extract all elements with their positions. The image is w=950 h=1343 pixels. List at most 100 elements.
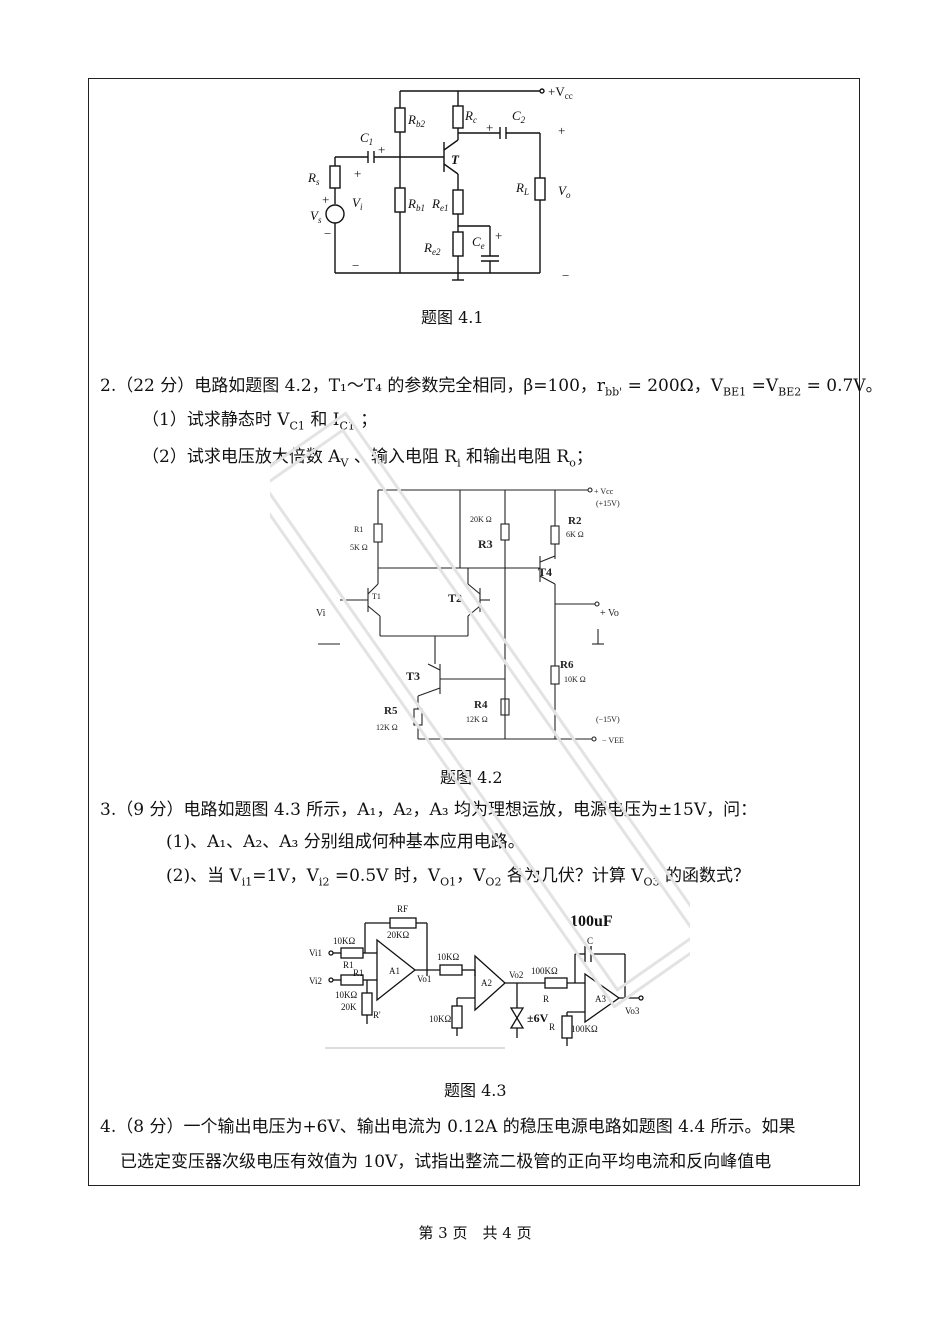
f43-r10b: 10KΩ [335, 990, 357, 1000]
f42-vee: − VEE [602, 736, 624, 745]
f43-rf: RF [397, 904, 408, 914]
q2-sub-b: BE1 [723, 385, 747, 399]
figure-4-2-caption: 题图 4.2 [440, 768, 503, 787]
svg-text:C1: C1 [360, 130, 373, 147]
q2-statement: 2.（22 分）电路如题图 4.2，T₁～T₄ 的参数完全相同，β=100，rb… [100, 376, 883, 402]
f41-c2-sub: 2 [521, 115, 526, 125]
f42-r3: R3 [478, 537, 493, 551]
f41-plus-vi: + [354, 166, 361, 181]
q4-statement-line-2: 已选定变压器次级电压有效值为 10V，试指出整流二极管的正向平均电流和反向峰值电 [120, 1152, 772, 1172]
f42-vo: + Vo [600, 608, 619, 619]
q2-text-b: = 200Ω，V [622, 376, 724, 396]
q3p2-s2: i2 [318, 875, 330, 889]
f41-c1: C [360, 130, 369, 145]
figure-4-1-caption: 题图 4.1 [421, 308, 484, 327]
svg-text:Vi: Vi [352, 195, 363, 212]
q3p2-a: (2)、当 V [166, 866, 242, 886]
figure-4-3-schematic: RF 20KΩ 10KΩ Vi1 R1 R1 Vi2 10KΩ 20K R' A… [309, 904, 644, 1049]
f43-z6: ±6V [527, 1011, 549, 1025]
q2p1-s1: C1 [289, 419, 305, 433]
f43-vi1: Vi1 [309, 948, 322, 958]
f41-plus-c2: + [486, 120, 493, 135]
page-footer: 第 3 页 共 4 页 [418, 1224, 532, 1242]
q2-text-c: =V [746, 376, 779, 396]
f41-vs-sub: s [318, 215, 322, 225]
f42-r4: R4 [474, 699, 488, 711]
q2p2-a: （2）试求电压放大倍数 A [142, 447, 341, 467]
f41-rb1-sub: b1 [416, 203, 425, 213]
q2-sub-c: BE2 [778, 385, 802, 399]
q3p2-s5: O3 [643, 875, 660, 889]
f42-r5v: 12K Ω [376, 723, 398, 732]
svg-text:Rc: Rc [464, 108, 477, 125]
f43-r10d: 10KΩ [429, 1014, 451, 1024]
f41-rc-sub: c [473, 115, 477, 125]
f43-vo3: Vo3 [625, 1006, 640, 1016]
f42-r6v: 10K Ω [564, 675, 586, 684]
f41-ce-sub: e [481, 241, 485, 251]
f41-c2: C [512, 108, 521, 123]
f41-plus-vs: + [322, 192, 329, 207]
f43-a1: A1 [389, 966, 400, 976]
q3p2-e: 各为几伏？计算 V [501, 866, 644, 886]
f41-vo-sub: o [566, 190, 571, 200]
f42-t2: T2 [448, 591, 462, 605]
f42-r2v: 6K Ω [566, 530, 584, 539]
q2-text-d: = 0.7V。 [801, 376, 883, 396]
f43-vo1: Vo1 [417, 974, 431, 984]
page-frame [88, 78, 860, 1186]
svg-text:+Vcc: +Vcc [548, 84, 573, 101]
q2-text-a: 2.（22 分）电路如题图 4.2，T₁～T₄ 的参数完全相同，β=100，r [100, 376, 606, 396]
q3p2-f: 的函数式？ [659, 866, 750, 886]
f41-re1: R [431, 196, 440, 211]
f41-plus-vo: + [558, 123, 565, 138]
svg-text:Re1: Re1 [431, 196, 448, 213]
f42-vi: Vi [316, 608, 326, 619]
f41-minus-vo: − [562, 268, 569, 283]
f41-minus-vs: − [324, 226, 331, 241]
q2p1-a: （1）试求静态时 V [142, 410, 290, 430]
f41-vo: V [558, 183, 568, 198]
f43-vo2: Vo2 [509, 970, 523, 980]
f42-vcc: + Vcc [594, 487, 614, 496]
q2-part-1: （1）试求静态时 VC1 和 IC1 ； [142, 410, 377, 436]
f41-re2: R [423, 240, 432, 255]
f43-r100a: 100KΩ [531, 966, 558, 976]
f41-vs: V [310, 208, 320, 223]
f43-a2: A2 [481, 978, 492, 988]
svg-text:Vs: Vs [310, 208, 322, 225]
q2p1-s2: C1 [339, 419, 355, 433]
f42-r4v: 12K Ω [466, 715, 488, 724]
svg-text:Re2: Re2 [423, 240, 441, 257]
figure-4-1-schematic: +Vcc Rb2 Rc + C2 + C1 + T Rs + Vi + Vs −… [307, 84, 573, 283]
f43-r: R [543, 994, 549, 1004]
q2p2-c: 和输出电阻 R [460, 447, 570, 467]
svg-text:Rs: Rs [307, 170, 320, 187]
f43-rp: R' [373, 1010, 381, 1020]
f42-t1: T1 [372, 592, 381, 601]
svg-text:Rb2: Rb2 [407, 112, 425, 129]
f43-r1a: R1 [343, 960, 354, 970]
f43-r1b: R1 [353, 968, 364, 978]
f41-plus-ce: + [495, 228, 502, 243]
f41-rl: R [515, 180, 524, 195]
f43-rf20: 20KΩ [387, 930, 409, 940]
svg-text:Ce: Ce [472, 234, 485, 251]
f41-minus-vi: − [352, 258, 359, 273]
f42-vcc15: (+15V) [596, 499, 620, 508]
f43-c: C [587, 936, 593, 946]
q2-sub-a: bb' [605, 385, 623, 399]
q2p2-d: ； [575, 447, 593, 467]
f41-rs-sub: s [316, 177, 320, 187]
f43-a3: A3 [595, 994, 606, 1004]
f42-t4: T4 [538, 565, 552, 579]
f43-r10c: 10KΩ [437, 952, 459, 962]
q3-part-2: (2)、当 Vi1=1V，Vi2 =0.5V 时，VO1，VO2 各为几伏？计算… [166, 866, 750, 892]
f42-r6: R6 [560, 659, 574, 671]
f42-t3: T3 [406, 669, 420, 683]
f42-r2: R2 [568, 515, 582, 527]
f41-rs: R [307, 170, 316, 185]
svg-text:RL: RL [515, 180, 529, 197]
q4-statement-line-1: 4.（8 分）一个输出电压为+6V、输出电流为 0.12A 的稳压电源电路如题图… [100, 1117, 796, 1137]
f41-rc: R [464, 108, 473, 123]
